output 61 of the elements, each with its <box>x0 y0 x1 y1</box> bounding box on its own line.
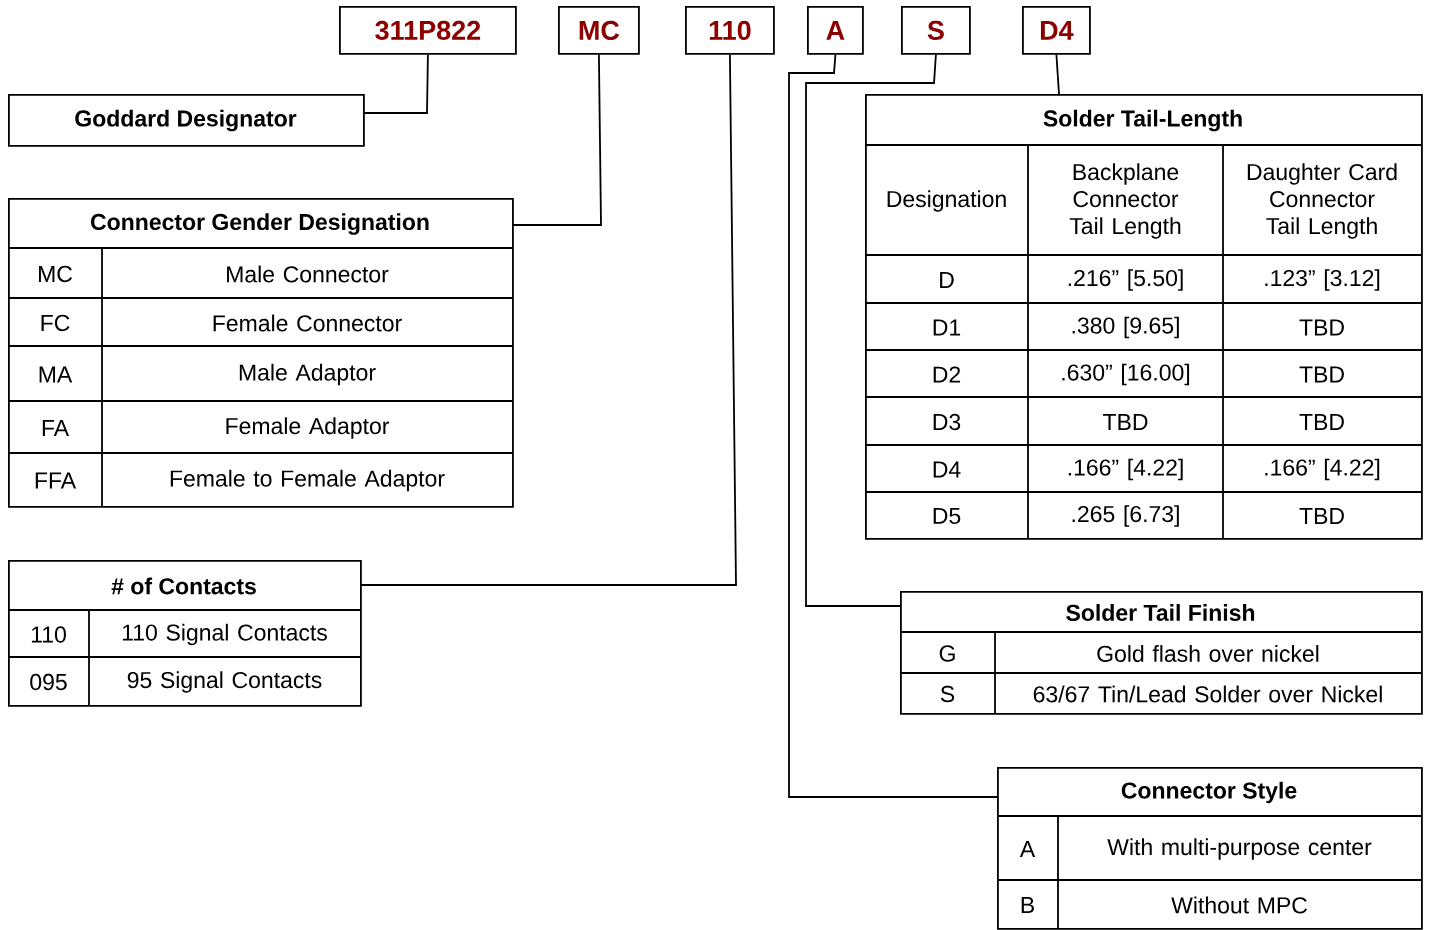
connector-line <box>362 53 429 114</box>
table-entry: TBD <box>1299 366 1344 383</box>
table-heading: Solder Tail-Length <box>1043 109 1242 132</box>
table-entry: D5 <box>933 508 961 525</box>
table-entry: .265 [6.73] <box>1072 505 1179 527</box>
table-heading: Goddard Designator <box>75 109 297 132</box>
table-entry: S <box>940 685 955 703</box>
table-entry: .166” [4.22] <box>1068 458 1183 481</box>
table-entry: A <box>1019 841 1036 857</box>
connector-line <box>1055 53 1060 95</box>
table-entry: TBD <box>1299 508 1344 524</box>
table-entry: TBD <box>1299 414 1344 430</box>
table-heading: Connector Style <box>1121 781 1297 804</box>
table-entry: Female to Female Adaptor <box>170 469 445 492</box>
connector-line <box>359 53 737 586</box>
table-heading: Connector Gender Designation <box>91 213 429 235</box>
connector-line <box>511 53 602 226</box>
part-code-box: A <box>807 6 864 55</box>
table-entry: D <box>940 272 954 288</box>
table-entry: MA <box>39 366 73 383</box>
part-code-box: 311P822 <box>339 6 517 55</box>
table-entry: With multi-purpose center <box>1107 838 1372 860</box>
part-code-box: 110 <box>685 6 775 55</box>
table-entry: .380 [9.65] <box>1072 316 1179 339</box>
table-entry: 63/67 Tin/Lead Solder over Nickel <box>1033 685 1382 703</box>
table-entry: Designation <box>887 190 1006 212</box>
table-entry: FFA <box>35 472 77 489</box>
table-entry: D4 <box>933 461 961 478</box>
table-entry: Female Connector <box>213 314 402 332</box>
table-entry: 110 <box>31 626 66 643</box>
table-entry: Backplane Connector Tail Length <box>1069 163 1181 239</box>
table-entry: MC <box>39 265 72 283</box>
table-entry: .216” [5.50] <box>1068 269 1183 291</box>
table-heading: # of Contacts <box>111 577 256 595</box>
table-heading: Solder Tail Finish <box>1066 604 1255 621</box>
connector-line <box>788 53 998 798</box>
table-entry: B <box>1021 897 1034 913</box>
table-entry: D2 <box>933 366 961 383</box>
table-entry: Male Connector <box>227 265 389 283</box>
table-entry: FC <box>41 314 70 332</box>
table-entry: FA <box>42 420 70 436</box>
table-entry: 110 Signal Contacts <box>122 623 327 646</box>
table-entry: Gold flash over nickel <box>1097 645 1319 662</box>
table-entry: .630” [16.00] <box>1062 363 1190 386</box>
table-entry: Daughter Card Connector Tail Length <box>1247 163 1397 239</box>
table-entry: .166” [4.22] <box>1265 458 1380 481</box>
table-entry: D1 <box>933 319 961 336</box>
table-entry: 95 Signal Contacts <box>127 671 322 693</box>
table-entry: Without MPC <box>1171 896 1307 914</box>
table-entry: TBD <box>1299 319 1344 336</box>
table-entry: Male Adaptor <box>239 363 376 386</box>
table-entry: D3 <box>933 413 961 431</box>
part-code-box: D4 <box>1022 6 1091 55</box>
connector-line <box>805 53 937 607</box>
table-entry: 095 <box>30 673 67 691</box>
table-entry: Female Adaptor <box>226 417 390 439</box>
table-entry: G <box>939 645 955 662</box>
part-code-box: MC <box>558 6 640 55</box>
part-code-box: S <box>901 6 971 55</box>
table-entry: TBD <box>1103 414 1148 430</box>
table-entry: .123” [3.12] <box>1265 269 1380 291</box>
